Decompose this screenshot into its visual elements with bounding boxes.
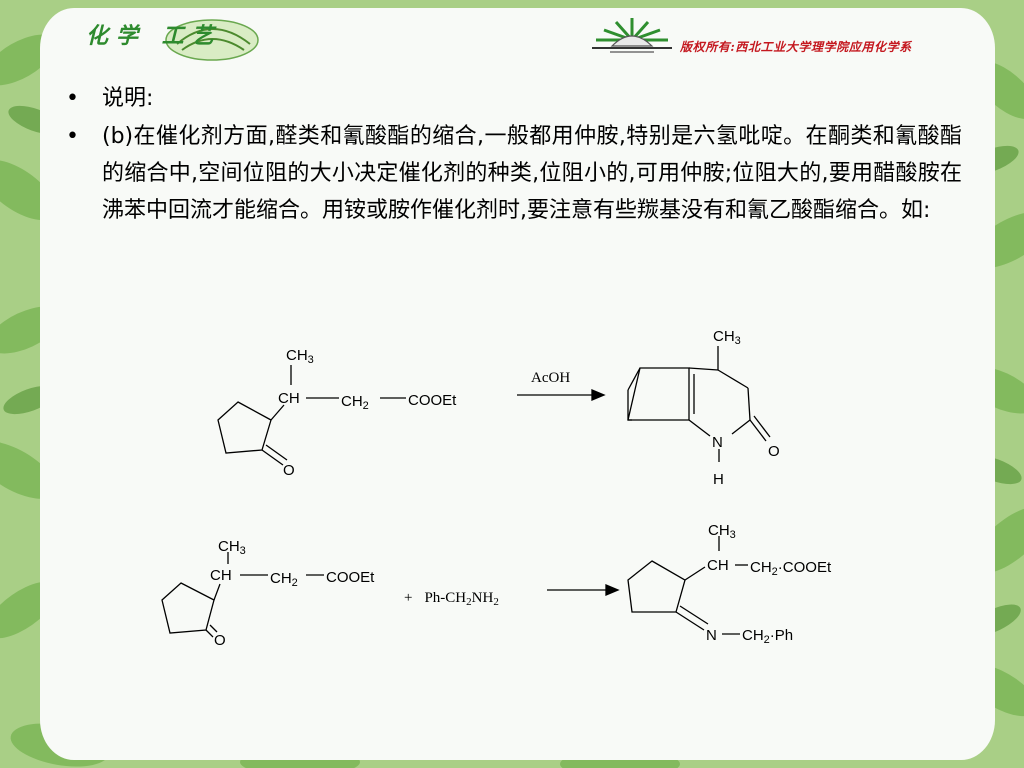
copyright-text: 版权所有:西北工业大学理学院应用化学系 (680, 40, 912, 54)
r2p-ch2-text: CH2·COOEt (750, 559, 832, 578)
bullet-item-1: • 说明: (62, 80, 962, 117)
reaction2-reactant: CH3 CH CH2 COOEt O (161, 538, 375, 649)
bullet-text-1: 说明: (102, 86, 154, 111)
bullet-text-2: (b)在催化剂方面,醛类和氰酸酯的缩合,一般都用仲胺,特别是六氢吡啶。在酮类和氰… (102, 124, 962, 223)
r1p-o-text: O (768, 443, 780, 460)
r1-carbonyl-o-text: O (283, 462, 295, 479)
r1-ch3-text: CH3 (286, 347, 314, 366)
r2-ch-text: CH (210, 567, 232, 584)
r1p-h-text: H (713, 471, 724, 488)
reaction1-product: CH3 N H O (627, 328, 780, 488)
r1p-ch3-text: CH3 (713, 328, 741, 347)
reaction2-product: CH3 CH CH2·COOEt N CH2·Ph (627, 522, 832, 646)
bullet-list: • 说明: • (b)在催化剂方面,醛类和氰酸酯的缩合,一般都用仲胺,特别是六氢吡啶… (62, 80, 962, 229)
slide-panel (40, 8, 995, 760)
bullet-icon: • (66, 124, 79, 149)
r2p-ch-text: CH (707, 557, 729, 574)
r2p-nch2-text: CH2·Ph (742, 627, 793, 646)
chemistry-logo-icon (165, 19, 259, 61)
r2-carbonyl-o-text: O (214, 632, 226, 649)
sun-logo-icon (592, 18, 672, 53)
bullet-item-2: • (b)在催化剂方面,醛类和氰酸酯的缩合,一般都用仲胺,特别是六氢吡啶。在酮类和… (62, 118, 962, 229)
reaction1-arrow: AcOH (517, 370, 606, 401)
r1-reagent-text: AcOH (531, 370, 570, 386)
r1-ch-text: CH (278, 390, 300, 407)
reaction1-reactant: CH3 CH CH2 COOEt O (217, 347, 457, 479)
r1-ester-text: COOEt (408, 392, 457, 409)
r2p-n-text: N (706, 627, 717, 644)
r2-ester-text: COOEt (326, 569, 375, 586)
r2-ch2-text: CH2 (270, 570, 298, 589)
reaction2-arrow (547, 584, 620, 596)
bullet-icon: • (66, 86, 79, 111)
r2-ch3-text: CH3 (218, 538, 246, 557)
r1-ch2-text: CH2 (341, 393, 369, 412)
r2p-ch3-text: CH3 (708, 522, 736, 541)
r1p-n-text: N (712, 434, 723, 451)
header-logo-text: 化学 工艺 (86, 23, 222, 49)
r2-reagent-text: +Ph-CH2NH2 (404, 590, 499, 608)
